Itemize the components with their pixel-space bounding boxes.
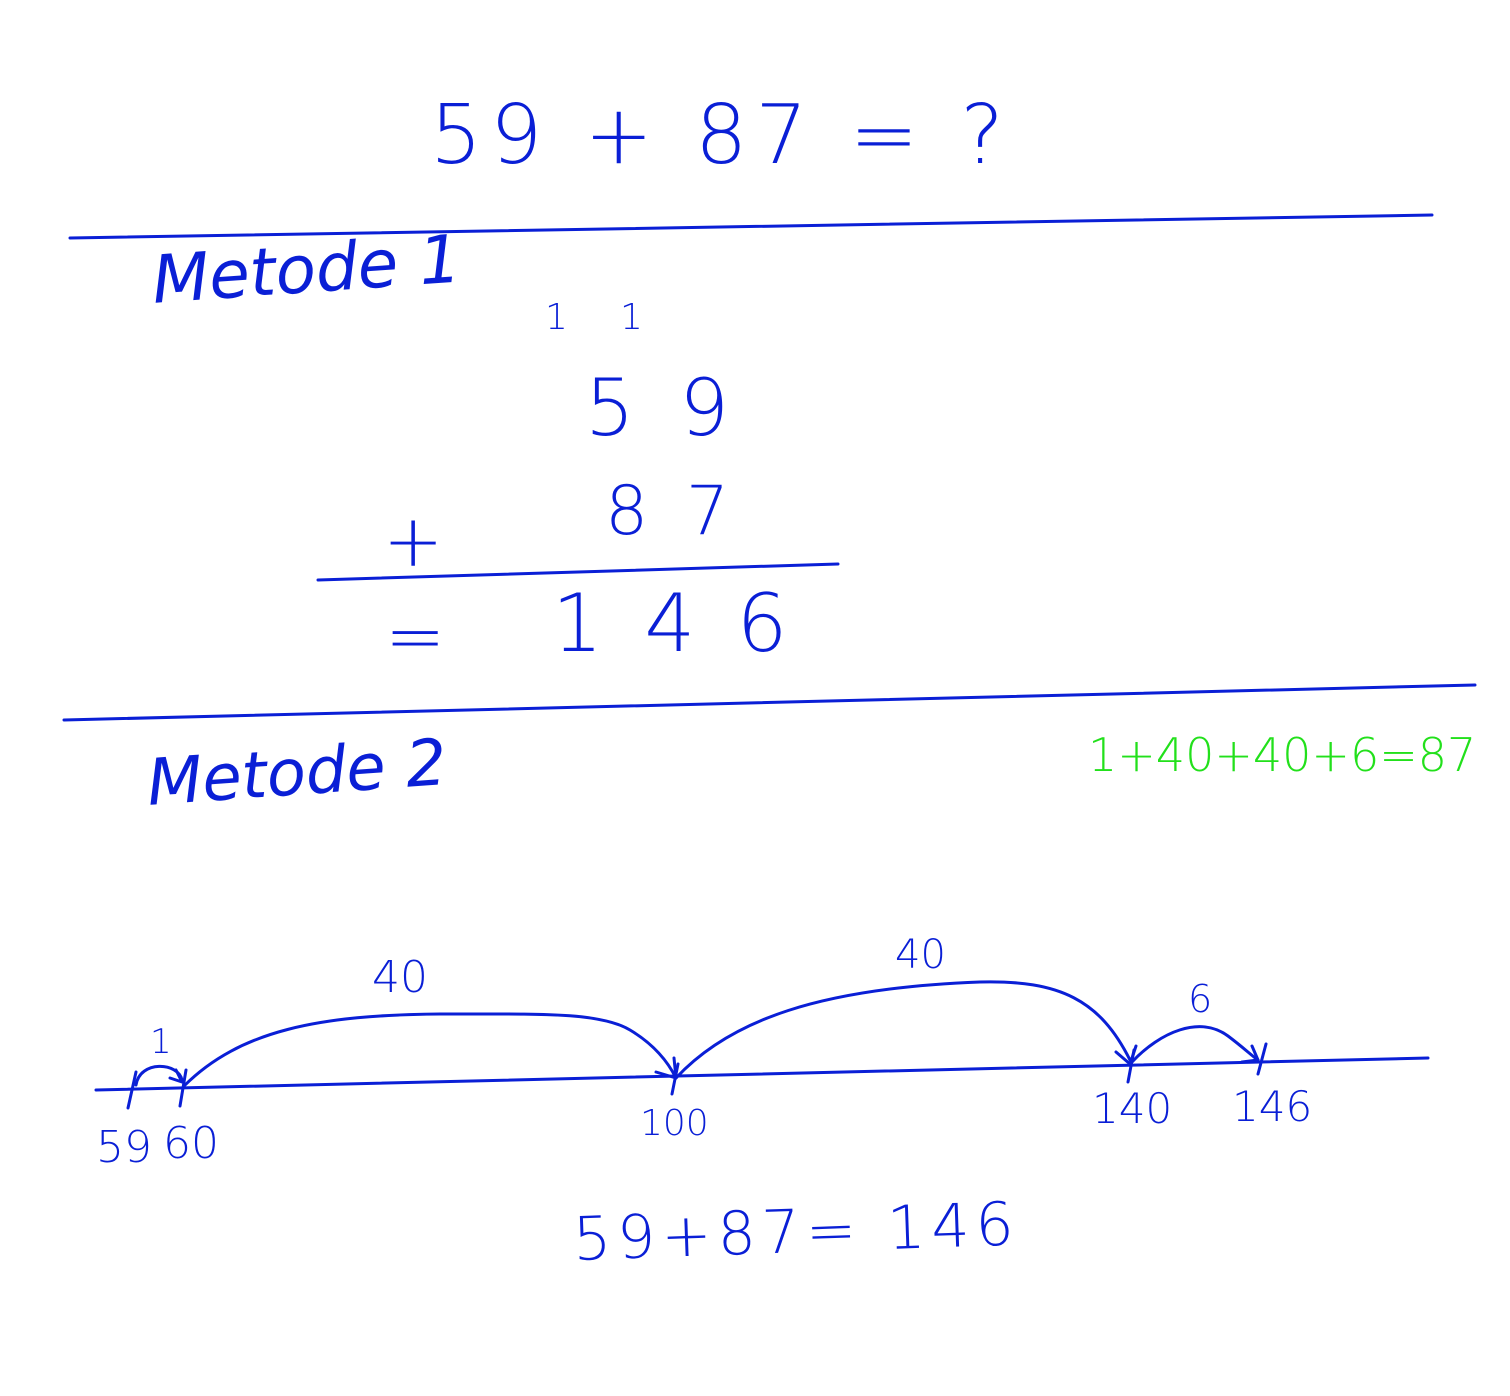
tick-60 <box>178 1068 188 1108</box>
plus-sign: + <box>383 499 444 583</box>
carry-digit-hundreds: 1 <box>620 297 643 338</box>
jump-arc-6 <box>1130 1025 1260 1064</box>
arrowhead-60 <box>168 1068 184 1084</box>
jump-arc-40-first <box>182 1012 678 1088</box>
addend-87: 8 7 <box>605 472 738 551</box>
middle-divider-line <box>62 683 1477 722</box>
arrowhead-140 <box>1114 1044 1138 1066</box>
point-label-100: 100 <box>640 1103 709 1144</box>
jump-label-40-first: 40 <box>372 952 428 1003</box>
tick-146 <box>1256 1042 1268 1076</box>
arrowhead-100 <box>654 1056 678 1080</box>
point-label-59: 59 <box>96 1122 152 1173</box>
top-divider-line <box>68 213 1434 240</box>
point-label-60: 60 <box>163 1118 219 1169</box>
point-label-140: 140 <box>1092 1084 1173 1133</box>
jump-label-1: 1 <box>150 1022 172 1062</box>
addition-result-line <box>316 562 840 582</box>
sum-146: 1 4 6 <box>552 577 796 670</box>
conclusion-equation: 59+87= 146 <box>571 1189 1021 1275</box>
point-label-146: 146 <box>1232 1082 1313 1131</box>
decomposition-87: 1+40+40+6=87 <box>1088 728 1477 782</box>
equals-sign: = <box>385 594 446 678</box>
arrowhead-146 <box>1240 1044 1260 1064</box>
problem-equation: 59 + 87 = ? <box>430 88 1012 183</box>
jump-label-6: 6 <box>1188 977 1213 1021</box>
tick-59 <box>126 1070 138 1110</box>
number-line-axis <box>94 1056 1430 1092</box>
addend-59: 5 9 <box>585 364 740 454</box>
jump-label-40-second: 40 <box>895 932 946 978</box>
jump-arc-40-second <box>674 980 1132 1080</box>
carry-digit-tens: 1 <box>545 297 568 338</box>
